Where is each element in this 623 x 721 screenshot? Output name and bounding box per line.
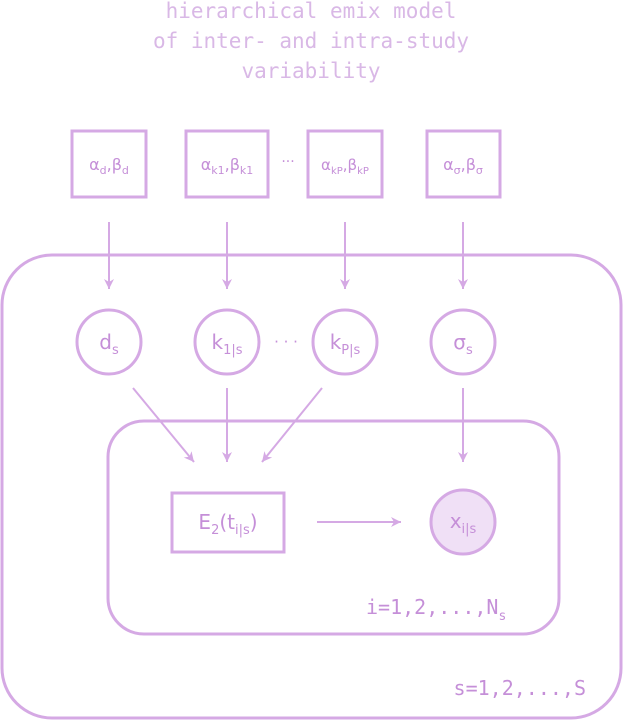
svg-text:αkP,βkP: αkP,βkP [321,156,369,177]
node-d: ds [75,308,143,376]
svg-text:E2(ti|s): E2(ti|s) [198,510,257,538]
title-line-3: variability [241,59,380,83]
edge-d-e2 [132,387,195,463]
node-k1: k1|s [193,308,261,376]
title-line-2: of inter- and intra-study [153,29,469,53]
svg-text:ασ,βσ: ασ,βσ [443,155,483,177]
svg-text:αd,βd: αd,βd [89,155,129,177]
hyperprior-kP: αkP,βkP [306,129,384,199]
inner-plate-label-sub: s [498,609,506,624]
svg-text:αk1,βk1: αk1,βk1 [201,155,254,177]
svg-text:ds: ds [99,330,119,358]
hyperprior-sigma: ασ,βσ [425,129,502,199]
node-x-observed: xi|s [429,488,497,556]
svg-text:kP|s: kP|s [330,330,361,358]
title-line-1: hierarchical emix model [166,0,457,23]
outer-plate [0,253,623,720]
edge-kP-e2 [261,387,323,463]
inner-plate-label-text: i=1,2,...,N [366,595,498,619]
outer-plate-label: s=1,2,...,S [454,676,586,700]
node-ellipsis: · · · [274,333,298,351]
svg-text:k1|s: k1|s [211,330,242,358]
inner-plate-label: i=1,2,...,Ns [366,595,506,624]
hyperprior-d: αd,βd [70,129,148,199]
node-e2: E2(ti|s) [170,491,286,554]
hyperprior-k1: αk1,βk1 [184,129,270,199]
node-kP: kP|s [311,308,379,376]
inner-plate [106,419,561,636]
node-sigma: σs [429,308,497,376]
svg-text:σs: σs [453,330,473,358]
svg-text:xi|s: xi|s [450,509,477,537]
hyperprior-ellipsis: ··· [281,154,294,170]
